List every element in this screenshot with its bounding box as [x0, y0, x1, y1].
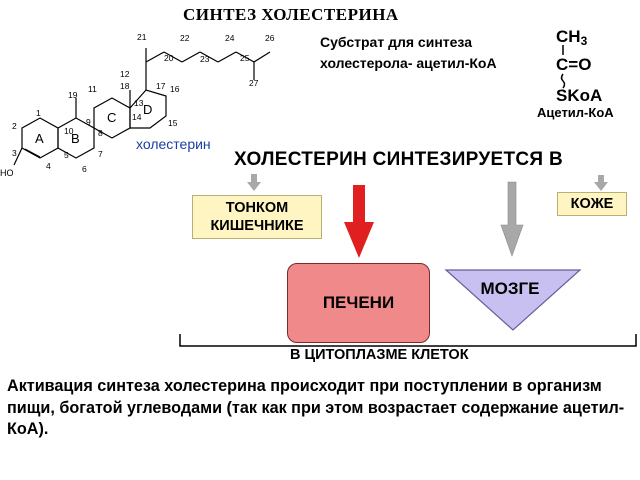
atom-number: 16 — [170, 84, 180, 94]
skin-box: КОЖЕ — [557, 192, 627, 216]
atom-number: 7 — [98, 149, 103, 159]
ring-letter-b: B — [71, 131, 80, 146]
atom-number: 2 — [12, 121, 17, 131]
acetyl-co: C=O — [556, 55, 591, 74]
atom-number: 23 — [200, 54, 210, 64]
atom-number: 11 — [88, 84, 97, 94]
atom-number: 1 — [36, 108, 41, 118]
brain-label: МОЗГЕ — [480, 279, 540, 298]
ring-letter-a: A — [35, 131, 44, 146]
liver-box: ПЕЧЕНИ — [287, 263, 430, 343]
ring-letter-d: D — [143, 102, 152, 117]
atom-number: 24 — [225, 33, 235, 43]
atom-number: 15 — [168, 118, 178, 128]
ring-letter-c: C — [107, 110, 116, 125]
atom-number: 3 — [12, 148, 17, 158]
atom-number: 8 — [98, 128, 103, 138]
atom-number: 20 — [164, 53, 174, 63]
liver-label: ПЕЧЕНИ — [322, 293, 395, 312]
acetyl-coa-label: Ацетил-КоА — [537, 105, 614, 120]
atom-number: 19 — [68, 90, 78, 100]
ring-letters: A B C D — [35, 102, 152, 146]
synthesis-headline: ХОЛЕСТЕРИН СИНТЕЗИРУЕТСЯ В — [234, 149, 563, 170]
atom-number: 13 — [134, 98, 144, 108]
atom-number: 6 — [82, 164, 87, 174]
brain-arrow — [500, 181, 524, 257]
substrate-line: Субстрат для синтеза — [320, 34, 472, 50]
brain-triangle — [444, 269, 582, 331]
skin-arrow — [594, 175, 608, 191]
atom-number: 9 — [86, 117, 91, 127]
page-title: СИНТЕЗ ХОЛЕСТЕРИНА — [183, 5, 399, 24]
atom-number: 12 — [120, 69, 130, 79]
intestine-label-line: КИШЕЧНИКЕ — [210, 218, 304, 234]
atom-number: 5 — [64, 150, 69, 160]
atom-number: 18 — [120, 81, 130, 91]
atom-number: 4 — [46, 161, 51, 171]
atom-number: 17 — [156, 81, 166, 91]
intestine-box: ТОНКОМ КИШЕЧНИКЕ — [192, 195, 322, 239]
atom-number: 21 — [137, 32, 147, 42]
hydroxyl-label: HO — [0, 168, 14, 178]
substrate-line: холестерола- ацетил-КоА — [320, 55, 497, 71]
activation-text: Активация синтеза холестерина происходит… — [7, 377, 625, 438]
substrate-note: Субстрат для синтеза холестерола- ацетил… — [320, 32, 550, 74]
acetyl-coa-structure: CH3 C=O SKoA Ацетил-КоА — [537, 27, 614, 120]
cytoplasm-bracket — [179, 334, 637, 347]
cytoplasm-label: В ЦИТОПЛАЗМЕ КЛЕТОК — [290, 347, 469, 363]
intestine-label-line: ТОНКОМ — [225, 200, 289, 216]
atom-number: 14 — [132, 112, 142, 122]
acetyl-skoa: SKoA — [556, 86, 602, 105]
cholesterol-atom-numbers: 1 2 3 4 5 6 7 8 9 10 11 12 13 14 15 16 1… — [12, 32, 275, 174]
acetyl-ch3: CH3 — [556, 27, 588, 48]
atom-number: 26 — [265, 33, 275, 43]
atom-number: 25 — [240, 53, 250, 63]
atom-number: 10 — [64, 126, 74, 136]
intestine-arrow — [247, 174, 261, 191]
atom-number: 27 — [249, 78, 259, 88]
skin-label: КОЖЕ — [570, 196, 614, 212]
liver-arrow — [344, 185, 374, 258]
atom-number: 22 — [180, 33, 190, 43]
cholesterol-structure — [13, 48, 271, 166]
cholesterol-label: холестерин — [136, 136, 211, 152]
